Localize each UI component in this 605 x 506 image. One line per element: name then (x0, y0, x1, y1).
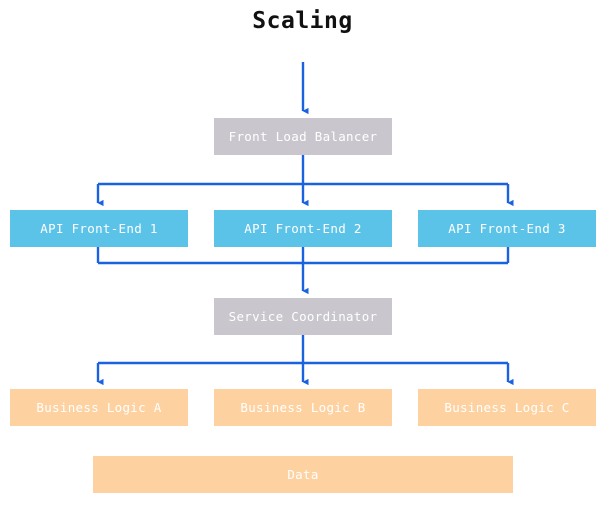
node-label: Business Logic A (36, 400, 162, 415)
node-api-front-end-2[interactable]: API Front-End 2 (214, 210, 392, 247)
node-data-store[interactable]: Data (93, 456, 513, 493)
node-label: Front Load Balancer (228, 129, 378, 144)
node-label: Data (287, 467, 319, 482)
node-label: API Front-End 2 (244, 221, 362, 236)
node-business-logic-b[interactable]: Business Logic B (214, 389, 392, 426)
node-label: API Front-End 3 (448, 221, 566, 236)
node-business-logic-c[interactable]: Business Logic C (418, 389, 596, 426)
node-front-load-balancer[interactable]: Front Load Balancer (214, 118, 392, 155)
node-label: Business Logic C (444, 400, 570, 415)
page-title: Scaling (252, 8, 353, 34)
node-label: API Front-End 1 (40, 221, 158, 236)
node-label: Business Logic B (240, 400, 366, 415)
node-api-front-end-3[interactable]: API Front-End 3 (418, 210, 596, 247)
node-api-front-end-1[interactable]: API Front-End 1 (10, 210, 188, 247)
node-business-logic-a[interactable]: Business Logic A (10, 389, 188, 426)
node-label: Service Coordinator (228, 309, 378, 324)
node-service-coordinator[interactable]: Service Coordinator (214, 298, 392, 335)
